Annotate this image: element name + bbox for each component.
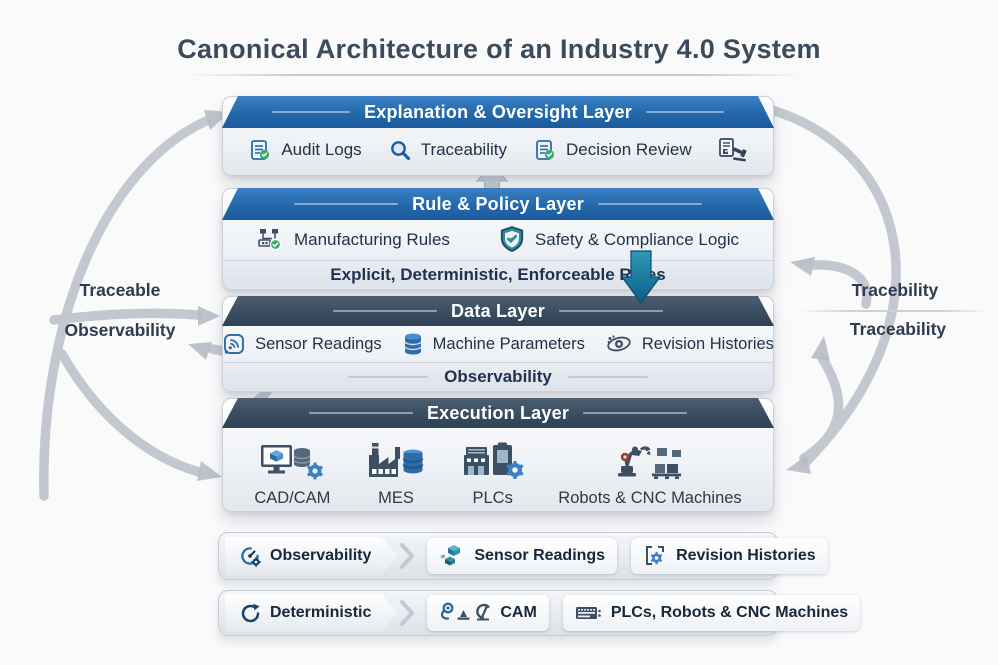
- data-layer-header: Data Layer: [222, 296, 774, 326]
- cam-tools-icon: [439, 601, 491, 625]
- substrip-decoration-line: [567, 375, 648, 378]
- observability-badge: Observability: [225, 537, 397, 575]
- left-big-curve-arrow: [39, 116, 211, 501]
- revision-histories-item: Revision Histories: [605, 332, 774, 356]
- sensor-readings-label: Sensor Readings: [255, 334, 382, 353]
- cad-cam-item: CAD/CAM: [254, 440, 330, 508]
- robot-arm-icon: [615, 440, 685, 486]
- machine-parameters-label: Machine Parameters: [432, 334, 585, 353]
- robots-cnc-label: Robots & CNC Machines: [558, 489, 742, 507]
- plcs-robots-cnc-card: PLCs, Robots & CNC Machines: [562, 595, 861, 631]
- plcs-item: PLCs: [462, 440, 524, 508]
- layer-title: Rule & Policy Layer: [412, 193, 584, 214]
- traceability-item: Traceability: [388, 138, 507, 162]
- execution-layer-header: Execution Layer: [222, 398, 774, 428]
- sensor-signal-icon: [222, 332, 246, 356]
- mes-item: MES: [365, 440, 427, 508]
- sensor-readings-card: Sensor Readings: [427, 538, 618, 574]
- header-decoration-line: [583, 412, 687, 414]
- shield-check-icon: [498, 225, 526, 255]
- cam-card-label: CAM: [500, 604, 537, 621]
- decision-review-label: Decision Review: [565, 140, 692, 159]
- right-big-curve-arrow: [767, 105, 901, 467]
- cubes-icon: [439, 543, 465, 569]
- rule-policy-substrip: Explicit, Deterministic, Enforceable Rul…: [223, 260, 773, 288]
- safety-compliance-item: Safety & Compliance Logic: [498, 225, 739, 255]
- deterministic-flow-bar: Deterministic CAM: [218, 590, 861, 636]
- deterministic-badge-label: Deterministic: [270, 604, 372, 621]
- revision-histories-label: Revision Histories: [641, 334, 774, 353]
- title-underline: [186, 74, 806, 76]
- execution-layer: Execution Layer: [222, 398, 774, 512]
- gear-bracket-icon: [643, 544, 667, 568]
- layer-title: Data Layer: [450, 300, 546, 321]
- revision-histories-card-label: Revision Histories: [676, 547, 816, 564]
- audit-log-icon: [248, 138, 272, 162]
- factory-icon: [365, 440, 427, 486]
- right-into-rule-arrow: [809, 260, 872, 309]
- header-decoration-line: [598, 203, 702, 205]
- flowchart-check-icon: [257, 227, 285, 253]
- data-layer: Data Layer Sensor Readings: [222, 296, 774, 392]
- right-label-tracebility: Tracebility: [851, 280, 939, 300]
- header-decoration-line: [333, 310, 437, 312]
- right-up-arrow: [799, 353, 844, 463]
- safety-compliance-label: Safety & Compliance Logic: [534, 230, 740, 249]
- rule-policy-layer: Rule & Policy Layer Manufacturing Rules: [222, 188, 774, 290]
- substrip-decoration-line: [348, 375, 429, 378]
- cad-cam-label: CAD/CAM: [254, 489, 331, 507]
- magnifier-icon: [388, 138, 412, 162]
- left-label-observability: Observability: [64, 320, 176, 340]
- explanation-oversight-header: Explanation & Oversight Layer: [222, 96, 774, 128]
- observability-badge-label: Observability: [270, 547, 372, 564]
- sensor-readings-item: Sensor Readings: [222, 332, 382, 356]
- gavel-documents-item: [718, 137, 748, 163]
- header-decoration-line: [294, 203, 398, 205]
- cycle-icon: [239, 602, 262, 625]
- chevron-separator-icon: [399, 599, 415, 627]
- layer-title: Execution Layer: [426, 402, 570, 423]
- audit-logs-item: Audit Logs: [248, 138, 362, 162]
- explanation-oversight-layer: Explanation & Oversight Layer Audit Logs: [222, 96, 774, 176]
- manufacturing-rules-item: Manufacturing Rules: [257, 227, 450, 253]
- decision-review-icon: [533, 138, 557, 162]
- header-decoration-line: [646, 111, 724, 113]
- cad-workstation-icon: [259, 440, 325, 486]
- header-decoration-line: [272, 111, 350, 113]
- left-label-traceable: Traceable: [79, 280, 161, 300]
- machine-parameters-item: Machine Parameters: [402, 332, 585, 356]
- database-icon: [402, 332, 424, 356]
- data-layer-substrip: Observability: [223, 362, 773, 390]
- revision-histories-card: Revision Histories: [631, 538, 828, 574]
- plc-machine-icon: [462, 440, 524, 486]
- layer-title: Explanation & Oversight Layer: [364, 101, 632, 122]
- rule-policy-header: Rule & Policy Layer: [222, 188, 774, 220]
- left-lower-curve-arrow: [57, 349, 204, 477]
- gauge-gear-icon: [239, 545, 262, 568]
- header-decoration-line: [559, 310, 663, 312]
- manufacturing-rules-label: Manufacturing Rules: [293, 230, 450, 249]
- orbit-icon: [605, 332, 633, 356]
- gavel-documents-icon: [718, 137, 748, 163]
- sensor-readings-card-label: Sensor Readings: [474, 547, 606, 564]
- chevron-separator-icon: [399, 542, 415, 570]
- plc-panel-icon: [575, 601, 602, 625]
- plcs-robots-cnc-card-label: PLCs, Robots & CNC Machines: [610, 604, 849, 621]
- right-label-traceability: Traceability: [849, 319, 947, 339]
- deterministic-badge: Deterministic: [225, 594, 397, 632]
- mes-label: MES: [378, 489, 414, 507]
- rule-policy-substrip-text: Explicit, Deterministic, Enforceable Rul…: [330, 264, 666, 284]
- page-title: Canonical Architecture of an Industry 4.…: [177, 34, 821, 64]
- observability-flow-bar: Observability Sensor Readings: [218, 532, 828, 580]
- audit-logs-label: Audit Logs: [281, 140, 362, 159]
- header-decoration-line: [309, 412, 413, 414]
- observability-substrip-text: Observability: [444, 366, 552, 386]
- plcs-label: PLCs: [472, 489, 513, 507]
- traceability-label: Traceability: [420, 140, 507, 159]
- robots-cnc-item: Robots & CNC Machines: [558, 440, 742, 508]
- cam-card: CAM: [427, 595, 549, 631]
- left-horizontal-arrow: [49, 308, 203, 325]
- decision-review-item: Decision Review: [533, 138, 692, 162]
- right-labels-divider: [800, 310, 990, 312]
